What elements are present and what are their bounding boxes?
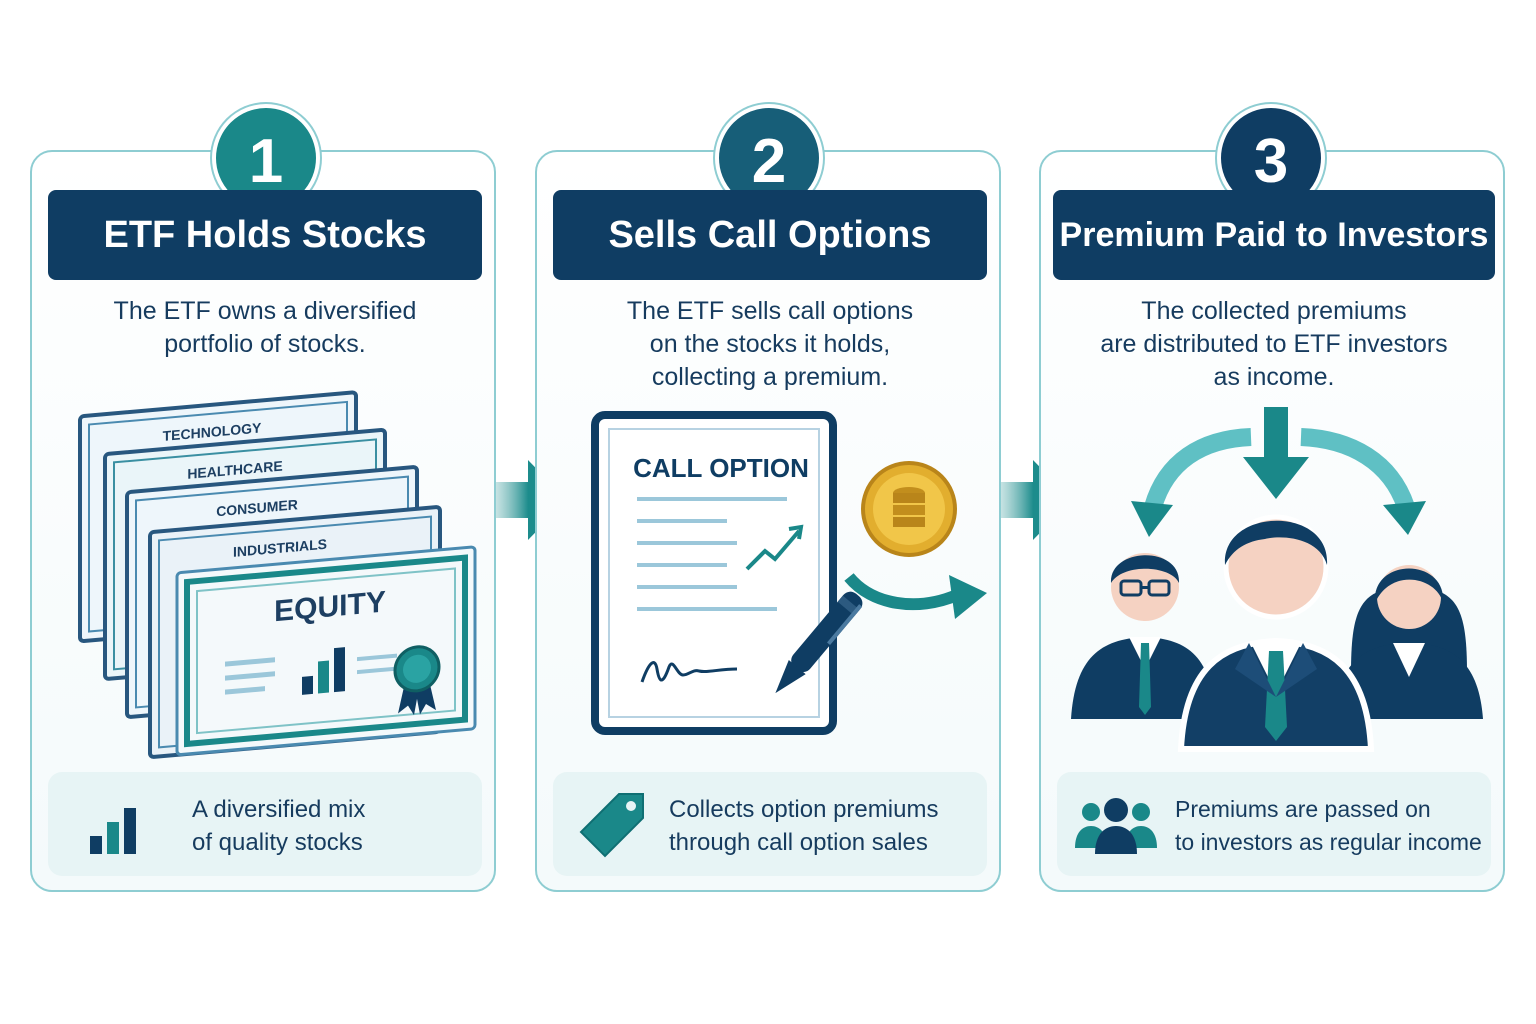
step-3-panel: 3 Premium Paid to Investors The collecte… bbox=[1039, 104, 1507, 892]
group-icon bbox=[1075, 798, 1157, 854]
step-2-description: The ETF sells call options on the stocks… bbox=[537, 295, 1003, 394]
step-1-description-line: portfolio of stocks. bbox=[164, 330, 366, 358]
step-3-description-line: as income. bbox=[1213, 363, 1335, 391]
call-option-title: CALL OPTION bbox=[633, 453, 809, 483]
step-3-footer-text: Premiums are passed on to investors as r… bbox=[1175, 793, 1482, 859]
call-option-document-illustration: CALL OPTION bbox=[591, 411, 987, 735]
footer-line: Premiums are passed on bbox=[1175, 796, 1431, 822]
signature-icon bbox=[640, 661, 738, 683]
certificate-equity: EQUITY bbox=[175, 545, 477, 756]
step-3-footer: Premiums are passed on to investors as r… bbox=[1057, 772, 1491, 876]
footer-line: through call option sales bbox=[669, 829, 928, 856]
footer-line: to investors as regular income bbox=[1175, 829, 1482, 855]
step-1-footer: A diversified mix of quality stocks bbox=[48, 772, 482, 876]
gold-coin-icon bbox=[861, 461, 957, 557]
pen-icon bbox=[775, 591, 863, 694]
step-2-title: Sells Call Options bbox=[553, 190, 987, 280]
step-2-footer: Collects option premiums through call op… bbox=[553, 772, 987, 876]
step-3-title: Premium Paid to Investors bbox=[1053, 190, 1495, 280]
step-3-description-line: The collected premiums bbox=[1141, 297, 1407, 325]
step-1-title: ETF Holds Stocks bbox=[48, 190, 482, 280]
footer-line: Collects option premiums bbox=[669, 796, 939, 823]
step-2-description-line: on the stocks it holds, bbox=[649, 330, 891, 358]
step-2-footer-text: Collects option premiums through call op… bbox=[669, 793, 938, 859]
investor-right-icon bbox=[1333, 565, 1483, 719]
step-2-description-line: The ETF sells call options bbox=[626, 297, 914, 325]
investor-center-icon bbox=[1177, 514, 1375, 752]
premium-flow-arrow bbox=[844, 572, 960, 611]
award-seal-icon bbox=[393, 645, 441, 716]
price-tag-icon bbox=[579, 793, 644, 858]
certificate-label: CONSUMER bbox=[216, 496, 298, 519]
investor-left-icon bbox=[1071, 553, 1217, 719]
stock-certificates-illustration: TECHNOLOGY HEALTHCARE CONSUMER INDUSTRIA… bbox=[78, 390, 477, 759]
step-1-panel: 1 ETF Holds Stocks The ETF owns a divers… bbox=[30, 104, 498, 892]
investors-illustration bbox=[1071, 407, 1483, 752]
trend-up-icon bbox=[745, 529, 801, 571]
step-1-footer-text: A diversified mix of quality stocks bbox=[192, 793, 365, 859]
step-3-description: The collected premiums are distributed t… bbox=[1041, 295, 1507, 394]
step-1-description-line: The ETF owns a diversified bbox=[113, 297, 417, 325]
step-2-panel: 2 Sells Call Options The ETF sells call … bbox=[535, 104, 1003, 892]
step-2-description-line: collecting a premium. bbox=[651, 363, 889, 391]
step-1-description: The ETF owns a diversified portfolio of … bbox=[32, 295, 498, 361]
bar-chart-icon bbox=[90, 808, 136, 854]
footer-line: A diversified mix bbox=[192, 796, 366, 823]
footer-line: of quality stocks bbox=[192, 829, 363, 856]
step-3-description-line: are distributed to ETF investors bbox=[1100, 330, 1448, 358]
